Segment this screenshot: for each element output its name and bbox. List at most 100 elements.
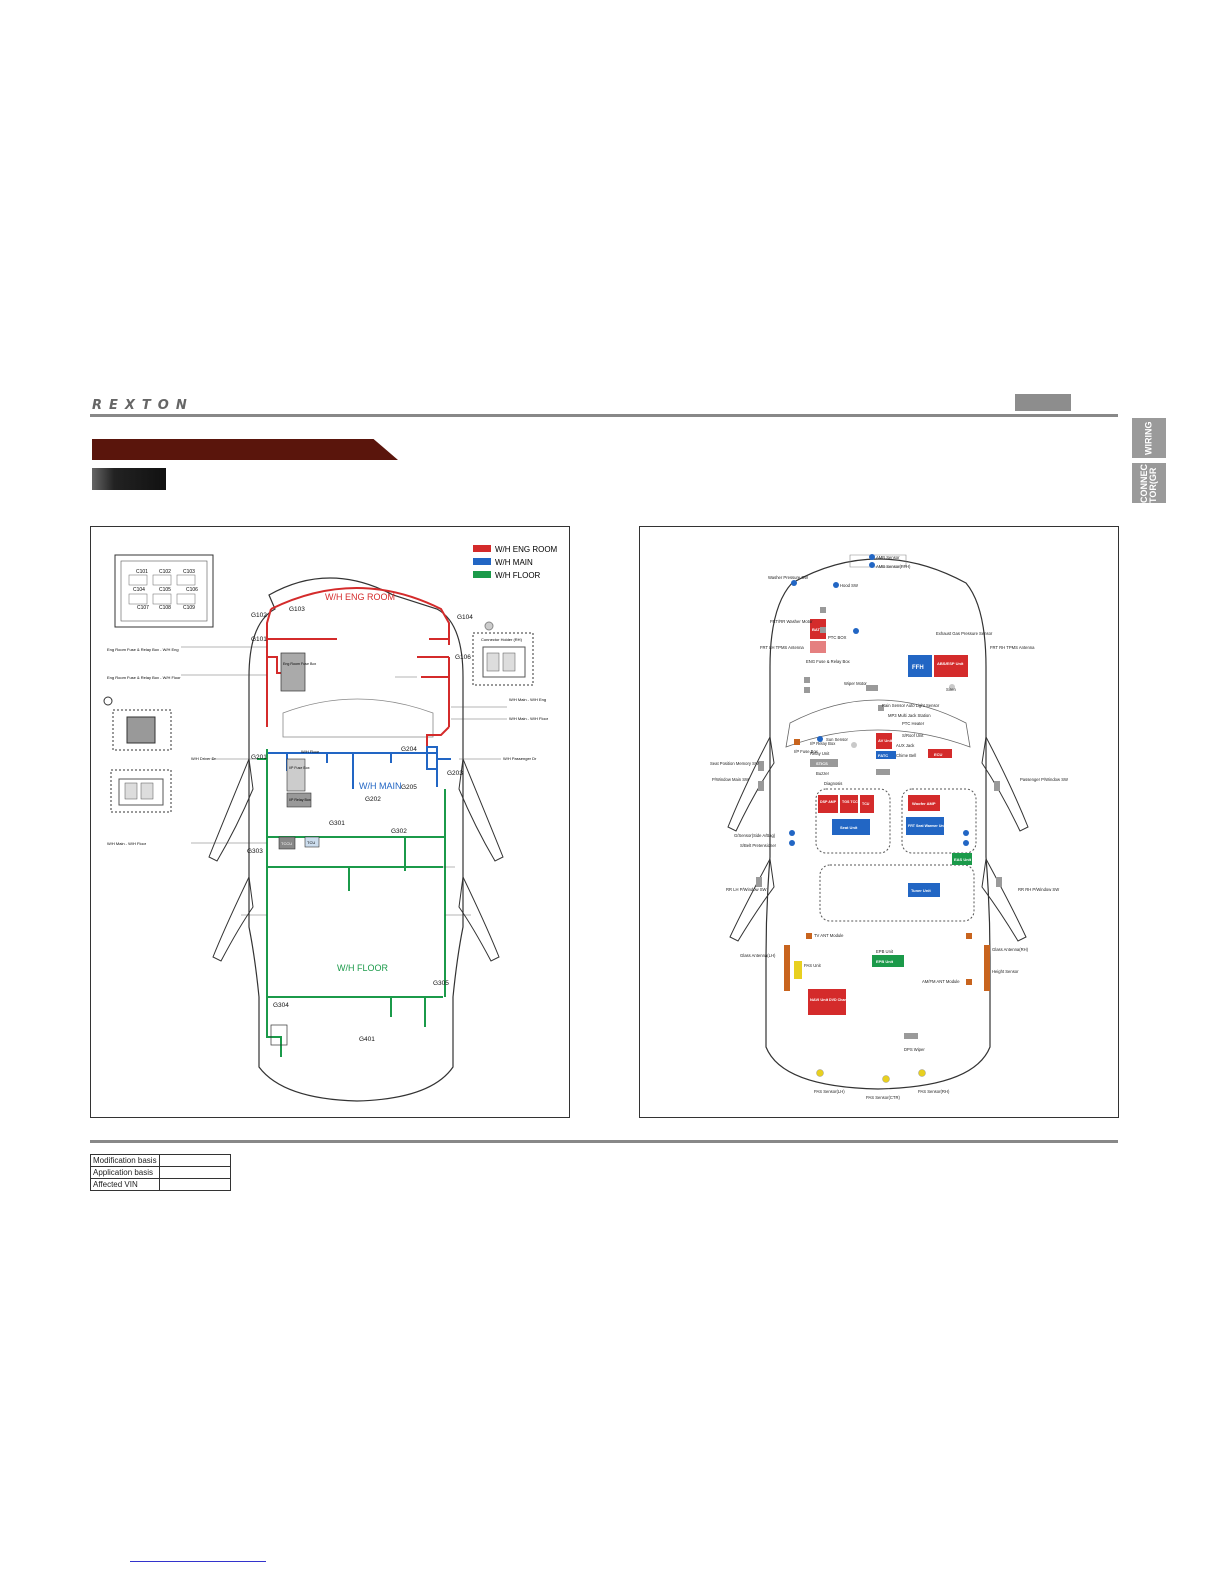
svg-text:Buzzer: Buzzer (816, 771, 830, 776)
modification-info-table: Modification basis Application basis Aff… (90, 1154, 231, 1191)
svg-text:G/Sensor(Side A/Bag): G/Sensor(Side A/Bag) (734, 833, 776, 838)
seat-front-right (901, 788, 977, 854)
svg-text:Sun Sensor: Sun Sensor (826, 737, 848, 742)
table-row: Application basis (90, 1166, 231, 1179)
svg-text:BATT: BATT (812, 627, 823, 632)
svg-text:I/P Fuse Box: I/P Fuse Box (794, 749, 819, 754)
svg-text:FRT Seat Warmer Unit: FRT Seat Warmer Unit (908, 824, 947, 828)
eng-room-fuse-box (280, 652, 306, 692)
windshield-right (785, 699, 971, 748)
unit-woofer-amp (908, 795, 940, 811)
ip-fuse-box (286, 758, 306, 792)
antenna-modules (784, 739, 990, 991)
svg-text:PTC Heater: PTC Heater (902, 721, 925, 726)
wiring-harness-diagram: W/H ENG ROOM W/H MAIN W/H FLOOR C101 C10… (103, 545, 558, 1102)
note-wh-passenger-dr: W/H Passenger Dr (503, 756, 537, 761)
svg-text:ENG Fuse & Relay Box: ENG Fuse & Relay Box (806, 659, 851, 664)
door-rear-left (212, 875, 254, 962)
svg-text:C108: C108 (159, 605, 171, 611)
svg-text:Passenger P/Window SW: Passenger P/Window SW (1020, 777, 1068, 782)
svg-text:DPS Wiper: DPS Wiper (904, 1047, 925, 1052)
harness-label-eng-room: W/H ENG ROOM (325, 592, 395, 602)
svg-text:Seat Position Memory SW: Seat Position Memory SW (710, 761, 759, 766)
note-eng-fuse-wh-eng: Eng Room Fuse & Relay Box - W/H Eng (107, 647, 179, 652)
door-front-right (458, 757, 504, 862)
tcu-box (304, 836, 320, 848)
svg-text:C107: C107 (137, 605, 149, 611)
fuse-box-detail (112, 709, 172, 751)
svg-text:Washer Pressure SW: Washer Pressure SW (768, 575, 808, 580)
connector-holder-lh (110, 769, 172, 813)
brand-logo: REXTON (92, 398, 194, 413)
unit-stics (810, 759, 838, 767)
svg-text:Glass Antenna(LH): Glass Antenna(LH) (740, 953, 776, 958)
svg-text:TCCU: TCCU (281, 841, 292, 846)
svg-text:FRT/RR Washer Motor: FRT/RR Washer Motor (770, 619, 813, 624)
svg-text:ECU: ECU (934, 752, 943, 757)
footer-link-underline[interactable] (130, 1561, 266, 1562)
unit-navi (808, 989, 828, 1015)
misc-dots (851, 684, 955, 748)
harness-label-floor: W/H FLOOR (337, 963, 388, 973)
svg-text:PTC BOX: PTC BOX (828, 635, 847, 640)
ground-g202: G202 (365, 796, 381, 803)
legend-swatch-eng (473, 545, 491, 552)
info-value (158, 1154, 231, 1167)
connector-holder-rh (472, 632, 534, 686)
note-eng-fuse-wh-floor: Eng Room Fuse & Relay Box - W/H Floor (107, 675, 181, 680)
svg-text:PAS Sensor(RH): PAS Sensor(RH) (918, 1089, 950, 1094)
side-tab-wiring[interactable]: WIRING (1132, 418, 1166, 458)
svg-text:I/P Relay Box: I/P Relay Box (289, 798, 311, 802)
footer-divider (90, 1140, 1118, 1143)
note-connector-holder-rh: Connector Holder (RH) (481, 637, 523, 642)
unit-seat (832, 819, 870, 835)
svg-text:PAS Sensor(LH): PAS Sensor(LH) (814, 1089, 845, 1094)
svg-text:C101: C101 (136, 569, 148, 575)
ground-labels: G102 G103 G104 G101 G106 G201 G204 G203 … (247, 606, 473, 1043)
unit-tcu (860, 795, 874, 813)
svg-text:EPB Unit: EPB Unit (876, 949, 894, 954)
svg-text:DSP AMP: DSP AMP (820, 800, 837, 804)
svg-text:TV ANT Module: TV ANT Module (814, 933, 844, 938)
door-rr-right (981, 857, 1027, 942)
switch-blocks (756, 607, 1002, 1039)
side-tab-connector[interactable]: CONNEC TOR(GR (1132, 463, 1166, 503)
unit-blocks: BATT FFH ABS/ESP Unit AV Unit FATC ECU S… (808, 619, 972, 1015)
svg-text:C102: C102 (159, 569, 171, 575)
svg-text:Relay Unit: Relay Unit (810, 751, 830, 756)
svg-text:EAS Unit: EAS Unit (954, 857, 972, 862)
svg-text:C106: C106 (186, 587, 198, 593)
unit-frt-seat-warmer (906, 817, 944, 835)
legend-swatch-floor (473, 571, 491, 578)
unit-dvd-changer (828, 989, 846, 1015)
unit-batt (810, 619, 826, 639)
ground-g201: G201 (251, 754, 267, 761)
info-label: Affected VIN (90, 1178, 160, 1191)
svg-text:S/Belt Pretensioner: S/Belt Pretensioner (740, 843, 777, 848)
section-banner (92, 439, 398, 460)
ground-g106: G106 (455, 654, 471, 661)
sensor-dots (789, 554, 969, 846)
header-divider (90, 414, 1118, 417)
seat-rear (819, 864, 975, 922)
svg-text:TCU: TCU (307, 840, 315, 845)
svg-text:PAS Sensor(CTR): PAS Sensor(CTR) (866, 1095, 901, 1100)
svg-text:Hood SW: Hood SW (840, 583, 858, 588)
info-value (158, 1166, 231, 1179)
component-labels: AMB Sensor AMB Sensor(FFH) Washer Pressu… (710, 555, 1068, 1100)
svg-text:C104: C104 (133, 587, 145, 593)
table-row: Modification basis (90, 1154, 231, 1167)
tccu-box (278, 836, 296, 850)
info-label: Application basis (90, 1166, 160, 1179)
svg-text:Wiper Motor: Wiper Motor (844, 681, 867, 686)
unit-dsp-amp (818, 795, 838, 813)
ground-g301: G301 (329, 820, 345, 827)
note-wh-main-floor-left: W/H Main - W/H Floor (107, 841, 147, 846)
svg-text:FRT LH TPMS Antenna: FRT LH TPMS Antenna (760, 645, 804, 650)
info-label: Modification basis (90, 1154, 160, 1167)
ground-g102: G102 (251, 612, 267, 619)
ground-g103: G103 (289, 606, 305, 613)
fuse-box-detail-body (126, 716, 156, 744)
svg-text:EPB Unit: EPB Unit (876, 959, 894, 964)
seat-front-left (815, 788, 891, 854)
